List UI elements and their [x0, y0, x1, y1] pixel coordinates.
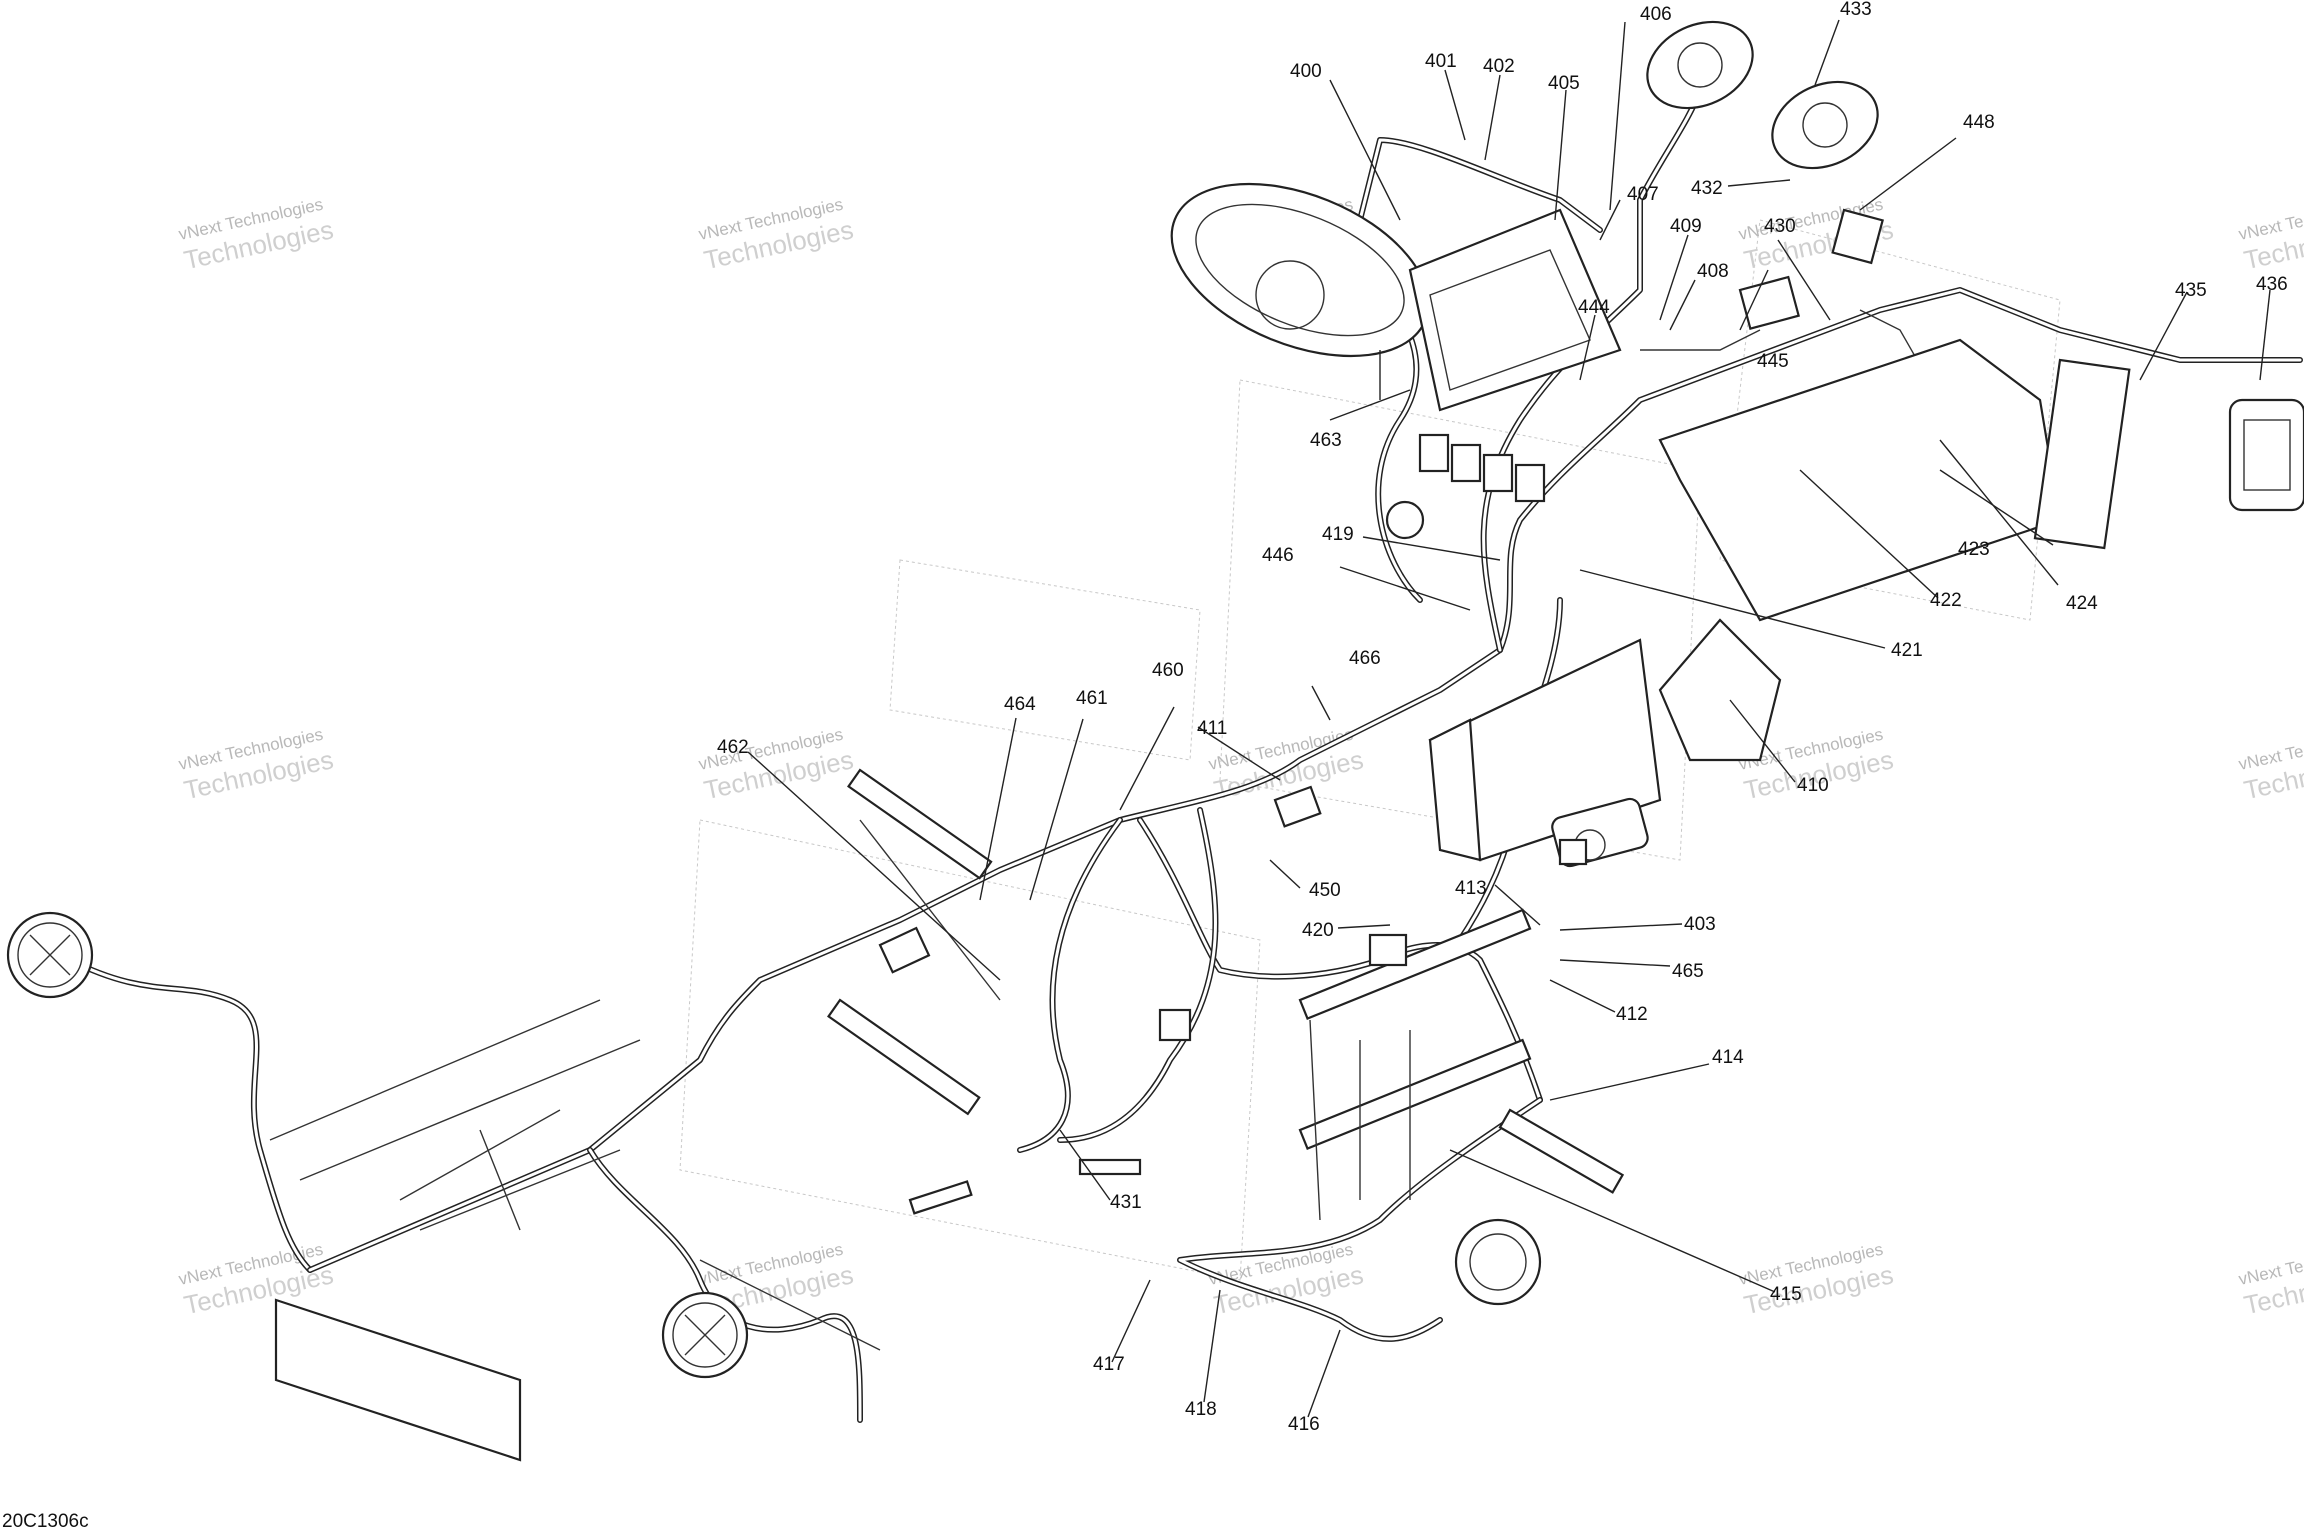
watermark: vNext Technologies Technologies [697, 195, 856, 275]
callout-400: 400 [1290, 61, 1322, 82]
headlight-left [6, 911, 94, 999]
callout-431: 431 [1110, 1192, 1142, 1213]
callout-419: 419 [1322, 524, 1354, 545]
callout-464: 464 [1004, 694, 1036, 715]
callout-444: 444 [1578, 297, 1610, 318]
callout-432: 432 [1691, 178, 1723, 199]
diagram-code: 20C1306c [2, 1511, 89, 1532]
callout-406: 406 [1640, 4, 1672, 25]
callout-416: 416 [1288, 1414, 1320, 1435]
callout-407: 407 [1627, 184, 1659, 205]
callouts: 400 401 402 403 405 406 407 408 409 410 … [717, 0, 2288, 1435]
watermark: vNext Technologies Technologies [2237, 725, 2304, 805]
module-410 [1658, 618, 1782, 762]
callout-420: 420 [1302, 920, 1334, 941]
callout-417: 417 [1093, 1354, 1125, 1375]
callout-448: 448 [1963, 112, 1995, 133]
callout-402: 402 [1483, 56, 1515, 77]
callout-435: 435 [2175, 280, 2207, 301]
callout-465: 465 [1672, 961, 1704, 982]
callout-401: 401 [1425, 51, 1457, 72]
watermark: vNext Technologies Technologies [177, 1240, 336, 1320]
callout-436: 436 [2256, 274, 2288, 295]
callout-405: 405 [1548, 73, 1580, 94]
callout-462: 462 [717, 737, 749, 758]
relay-block [1385, 433, 1546, 540]
callout-460: 460 [1152, 660, 1184, 681]
connectors [878, 208, 1884, 1215]
watermark: vNext Technologies Technologies [1737, 1240, 1896, 1320]
watermark: vNext Technologies Technologies [177, 195, 336, 275]
callout-408: 408 [1697, 261, 1729, 282]
fuel-sender [1454, 1218, 1542, 1306]
callout-445: 445 [1757, 351, 1789, 372]
tail-light-assembly [2228, 398, 2304, 512]
callout-415: 415 [1770, 1284, 1802, 1305]
callout-410: 410 [1797, 775, 1829, 796]
watermark: vNext Technologies Technologies [177, 725, 336, 805]
rear-light-lower [1771, 80, 1879, 170]
callout-412: 412 [1616, 1004, 1648, 1025]
callout-463: 463 [1310, 430, 1342, 451]
harness-runs [67, 87, 2303, 1423]
callout-446: 446 [1262, 545, 1294, 566]
callout-413: 413 [1455, 878, 1487, 899]
components [6, 20, 2304, 1379]
callout-414: 414 [1712, 1047, 1744, 1068]
callout-424: 424 [2066, 593, 2098, 614]
ecm-module [1408, 208, 1622, 412]
watermark: vNext Technologies Technologies [2237, 1240, 2304, 1320]
headlight-right [661, 1291, 749, 1379]
callout-421: 421 [1891, 640, 1923, 661]
leader-lines [747, 19, 2271, 1418]
callout-403: 403 [1684, 914, 1716, 935]
callout-430: 430 [1764, 216, 1796, 237]
callout-411: 411 [1197, 718, 1227, 739]
brackets [269, 309, 2131, 1462]
watermark: vNext Technologies Technologies [697, 725, 856, 805]
callout-409: 409 [1670, 216, 1702, 237]
gauge-cluster [1170, 182, 1430, 358]
watermark: vNext Technologies Technologies [2237, 195, 2304, 275]
callout-450: 450 [1309, 880, 1341, 901]
ghost-frame [679, 219, 2061, 1281]
rear-light-upper [1646, 20, 1754, 110]
callout-461: 461 [1076, 688, 1108, 709]
callout-418: 418 [1185, 1399, 1217, 1420]
callout-422: 422 [1930, 590, 1962, 611]
callout-423: 423 [1958, 539, 1990, 560]
callout-466: 466 [1349, 648, 1381, 669]
callout-433: 433 [1840, 0, 1872, 20]
